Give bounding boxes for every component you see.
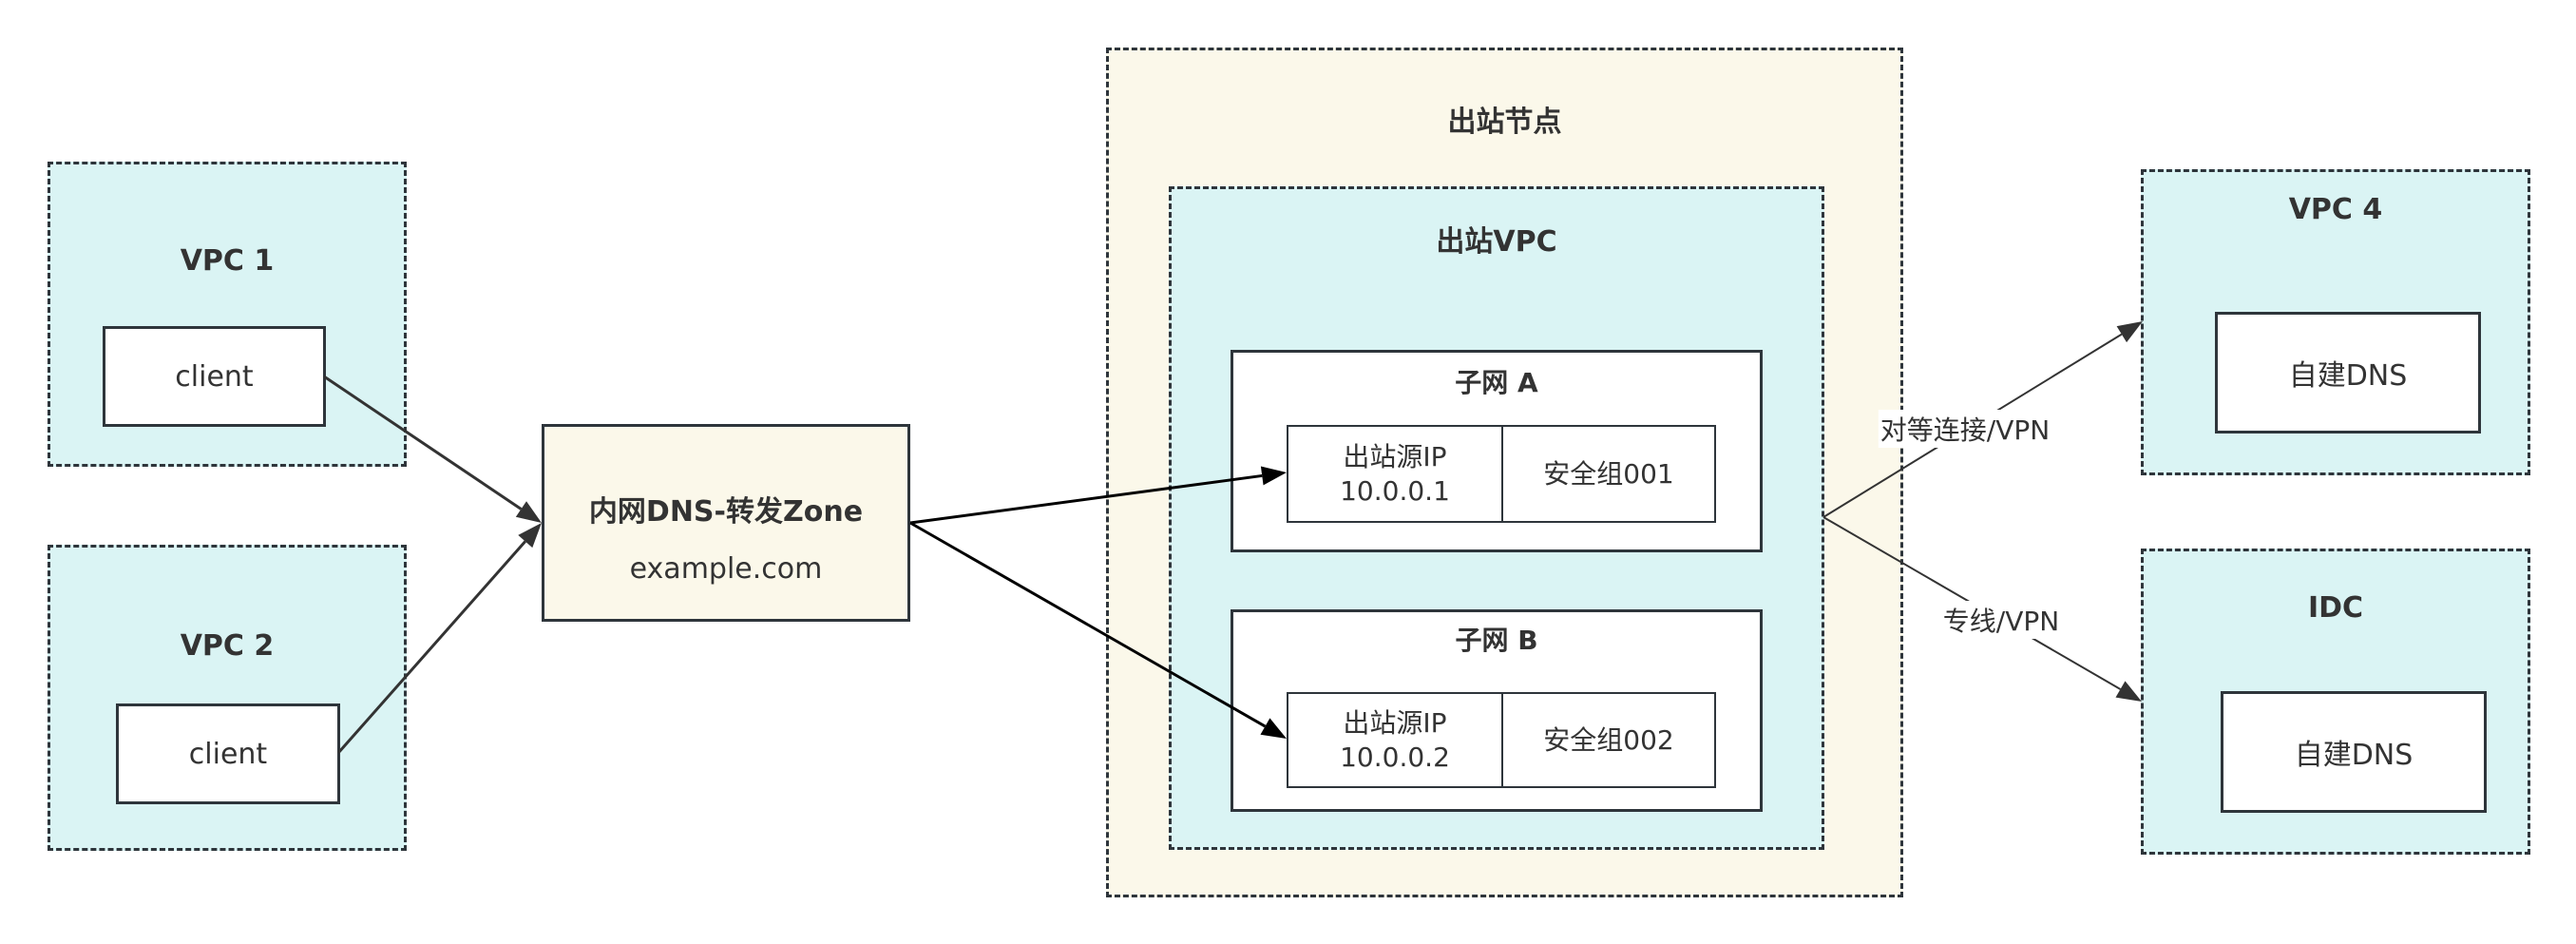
dns-forward-zone-node[interactable]: 内网DNS-转发Zone example.com [542,424,910,622]
vpc4-self-hosted-dns-node[interactable]: 自建DNS [2215,312,2481,433]
subnet-a-egress-ip-cell[interactable]: 出站源IP 10.0.0.1 [1288,427,1503,521]
vpc2-client-node[interactable]: client [116,703,340,804]
subnet-a-row: 出站源IP 10.0.0.1 安全组001 [1287,425,1716,523]
edge-egress-vpc-to-idc-arrowhead-icon [2115,681,2142,702]
subnet-b: 子网 B 出站源IP 10.0.0.2 安全组002 [1231,609,1763,812]
idc-self-hosted-dns-node[interactable]: 自建DNS [2221,691,2487,813]
subnet-a: 子网 A 出站源IP 10.0.0.1 安全组001 [1231,350,1763,552]
subnet-a-ip-label: 出站源IP [1343,440,1447,472]
subnet-a-title: 子网 A [1455,367,1538,398]
subnet-b-egress-ip-cell[interactable]: 出站源IP 10.0.0.2 [1288,694,1503,786]
dns-zone-title: 内网DNS-转发Zone [588,495,864,529]
edge-label-direct-connect-vpn: 专线/VPN [1940,601,2062,639]
vpc1-client-node[interactable]: client [103,326,326,427]
vpc1-title: VPC 1 [180,244,275,278]
edge-label-peering-vpn: 对等连接/VPN [1878,410,2052,448]
vpc1-container: VPC 1 client [48,162,407,467]
subnet-b-ip-label: 出站源IP [1343,706,1447,739]
subnet-b-security-group-cell[interactable]: 安全组002 [1543,723,1674,756]
idc-title: IDC [2307,591,2364,625]
subnet-b-ip: 10.0.0.2 [1340,741,1450,773]
subnet-a-ip: 10.0.0.1 [1340,474,1450,507]
vpc2-title: VPC 2 [180,629,275,663]
subnet-a-security-group-cell[interactable]: 安全组001 [1543,457,1674,490]
subnet-b-row: 出站源IP 10.0.0.2 安全组002 [1287,692,1716,788]
edge-egress-vpc-to-vpc4-arrowhead-icon [2116,321,2143,343]
vpc4-title: VPC 4 [2288,193,2383,226]
egress-node-title: 出站节点 [1447,106,1562,139]
edge-vpc1-client-to-dns-arrowhead-icon [515,501,542,523]
subnet-b-title: 子网 B [1455,625,1538,656]
dns-zone-domain: example.com [629,552,823,586]
edge-vpc2-client-to-dns-arrowhead-icon [518,523,542,549]
vpc2-container: VPC 2 client [48,545,407,851]
vpc4-container: VPC 4 自建DNS [2141,169,2530,475]
egress-vpc-title: 出站VPC [1436,225,1557,259]
idc-container: IDC 自建DNS [2141,549,2530,855]
